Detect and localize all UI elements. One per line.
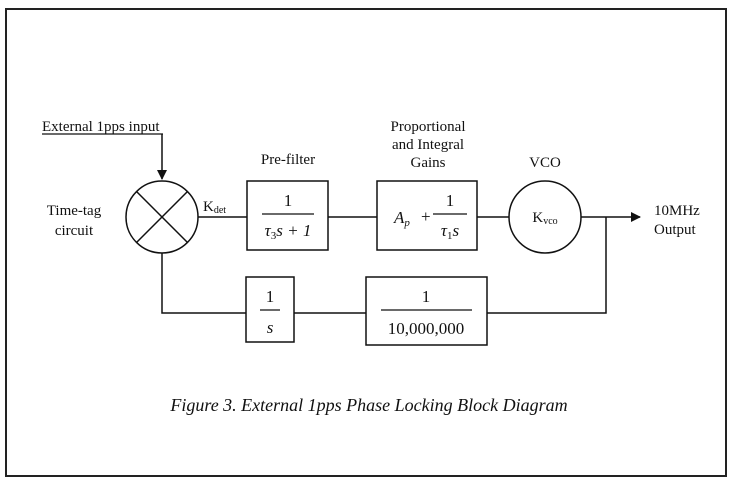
vco-block — [508, 180, 582, 254]
output-label-line2: Output — [654, 222, 697, 238]
figure-caption: Figure 3. External 1pps Phase Locking Bl… — [169, 395, 567, 415]
integrator-denominator: s — [267, 318, 274, 337]
pi-denominator: τ1s — [441, 221, 460, 242]
kdet-label: Kdet — [203, 199, 226, 216]
time-tag-label-line1: Time-tag — [47, 203, 102, 219]
figure-frame — [5, 8, 727, 477]
kvco-label: Kvco — [532, 210, 557, 227]
prefilter-title: Pre-filter — [261, 152, 315, 168]
summing-junction — [125, 180, 199, 254]
plus-sign: + — [421, 207, 431, 226]
output-label-line1: 10MHz — [654, 203, 700, 219]
pi-title-line3: Gains — [411, 155, 446, 171]
integrator-numerator: 1 — [266, 287, 275, 306]
integrator-block — [245, 276, 295, 343]
divider-denominator: 10,000,000 — [388, 319, 465, 338]
divider-numerator: 1 — [422, 287, 431, 306]
prefilter-denominator: τ3s + 1 — [265, 221, 312, 242]
time-tag-label-line2: circuit — [55, 223, 94, 239]
ap-term: Ap — [393, 208, 410, 229]
prefilter-block — [246, 180, 329, 251]
feedback-line — [487, 217, 607, 314]
pi-title-line2: and Integral — [392, 137, 464, 153]
pi-title-line1: Proportional — [391, 119, 466, 135]
pi-numerator: 1 — [446, 191, 455, 210]
external-input-label: External 1pps input — [42, 119, 160, 135]
feedback-line — [161, 253, 246, 314]
prefilter-numerator: 1 — [284, 191, 293, 210]
vco-title: VCO — [529, 155, 561, 171]
pi-gains-block — [376, 180, 478, 251]
divider-block — [365, 276, 488, 346]
